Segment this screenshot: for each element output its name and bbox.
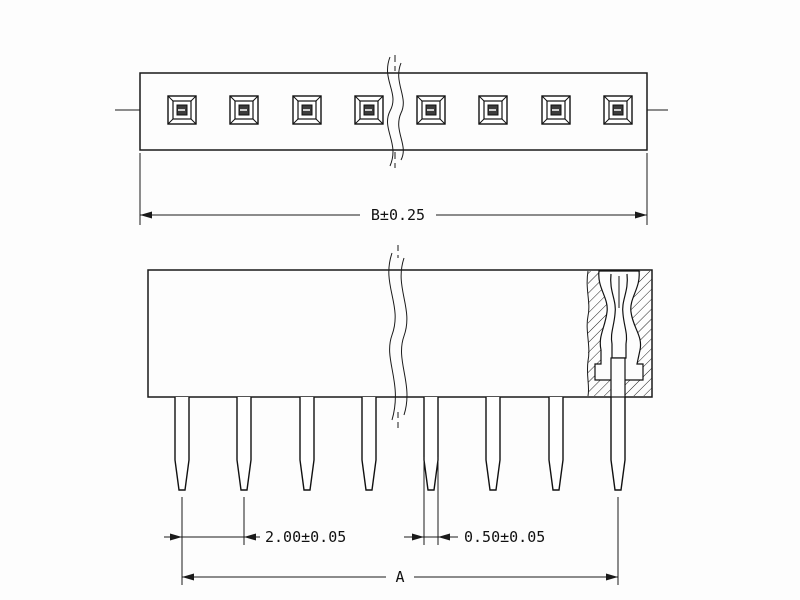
arrowhead-right	[635, 211, 647, 219]
side-view-outline	[147, 269, 653, 398]
socket	[416, 95, 446, 125]
arrowhead-left	[412, 533, 424, 541]
socket	[603, 95, 633, 125]
dimension-label-pin-width: 0.50±0.05	[464, 528, 545, 546]
break-line	[398, 62, 404, 161]
arrowhead-right	[606, 573, 618, 581]
pin	[548, 396, 564, 491]
label-backing	[360, 206, 436, 224]
top-view	[115, 55, 668, 168]
pin	[610, 396, 626, 491]
pin	[236, 396, 252, 491]
top-view-outline	[139, 72, 648, 151]
break-line	[400, 257, 408, 416]
socket	[354, 95, 384, 125]
break-line	[387, 56, 394, 167]
pin	[299, 396, 315, 491]
socket	[167, 95, 197, 125]
arrowhead-left	[140, 211, 152, 219]
section-boundary-line	[586, 270, 590, 397]
dimension-label-b: B±0.25	[371, 206, 425, 224]
pin	[423, 396, 439, 491]
arrowhead-left	[182, 573, 194, 581]
dimension-b: B±0.25	[139, 153, 648, 225]
socket	[292, 95, 322, 125]
contact-tail	[610, 357, 626, 398]
break-line	[388, 252, 396, 421]
dimension-a: A	[182, 497, 619, 586]
socket	[478, 95, 508, 125]
pin	[485, 396, 501, 491]
cavity-outline	[594, 270, 644, 381]
dimension-label-pitch: 2.00±0.05	[265, 528, 346, 546]
pin	[361, 396, 377, 491]
dimension-pin-width: 0.50±0.05	[404, 457, 545, 546]
dimension-label-a: A	[395, 568, 404, 586]
socket	[229, 95, 259, 125]
dimension-pitch: 2.00±0.05	[164, 497, 346, 585]
section-cut	[586, 270, 652, 398]
pin	[174, 396, 190, 491]
arrowhead-right	[438, 533, 450, 541]
side-view	[147, 245, 653, 491]
arrowhead-left	[170, 533, 182, 541]
socket	[541, 95, 571, 125]
arrowhead-right	[244, 533, 256, 541]
label-backing	[386, 568, 414, 586]
